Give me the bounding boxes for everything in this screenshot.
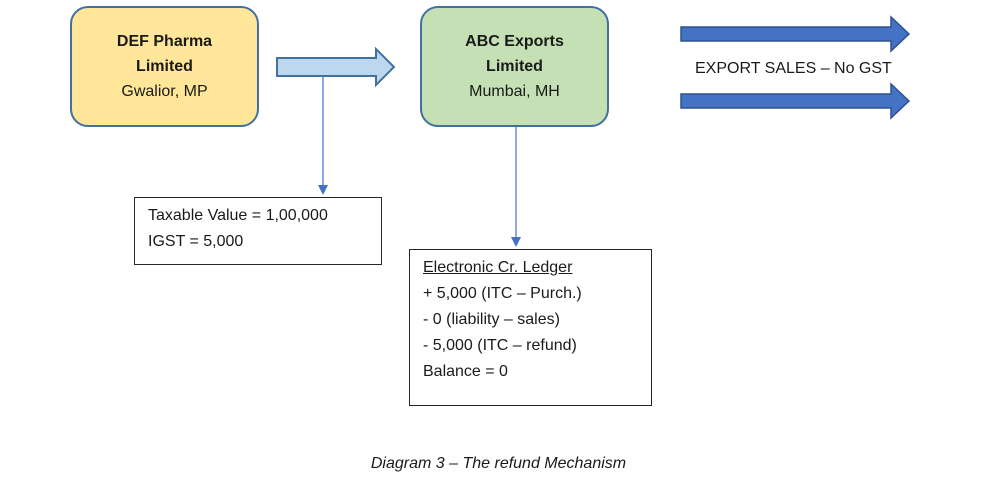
export-arrow-bottom — [680, 82, 911, 120]
export-arrow-top — [680, 15, 911, 53]
supply-arrow — [276, 46, 396, 88]
ledger-balance-line: Balance = 0 — [423, 363, 508, 380]
abc-exports-name-line1: ABC Exports — [465, 33, 564, 50]
ledger-line: + 5,000 (ITC – Purch.) — [423, 285, 582, 302]
def-pharma-name-line1: DEF Pharma — [116, 33, 213, 50]
ledger-note: Electronic Cr. Ledger + 5,000 (ITC – Pur… — [409, 249, 652, 406]
export-sales-label: EXPORT SALES – No GST — [695, 60, 892, 77]
purchase-note: Taxable Value = 1,00,000 IGST = 5,000 — [134, 197, 382, 265]
def-pharma-node: DEF Pharma Limited Gwalior, MP — [70, 6, 259, 127]
def-pharma-name-line2: Limited — [136, 58, 193, 75]
ledger-heading: Electronic Cr. Ledger — [423, 259, 573, 276]
diagram-caption: Diagram 3 – The refund Mechanism — [370, 455, 627, 472]
abc-exports-name-line2: Limited — [486, 58, 543, 75]
ledger-connector-arrowhead — [511, 237, 521, 247]
purchase-connector-arrowhead — [318, 185, 328, 195]
ledger-line: - 0 (liability – sales) — [423, 311, 560, 328]
abc-exports-location: Mumbai, MH — [469, 83, 560, 100]
def-pharma-location: Gwalior, MP — [121, 83, 208, 100]
taxable-value-line: Taxable Value = 1,00,000 — [148, 207, 328, 224]
ledger-line: - 5,000 (ITC – refund) — [423, 337, 577, 354]
abc-exports-node: ABC Exports Limited Mumbai, MH — [420, 6, 609, 127]
igst-line: IGST = 5,000 — [148, 233, 244, 250]
